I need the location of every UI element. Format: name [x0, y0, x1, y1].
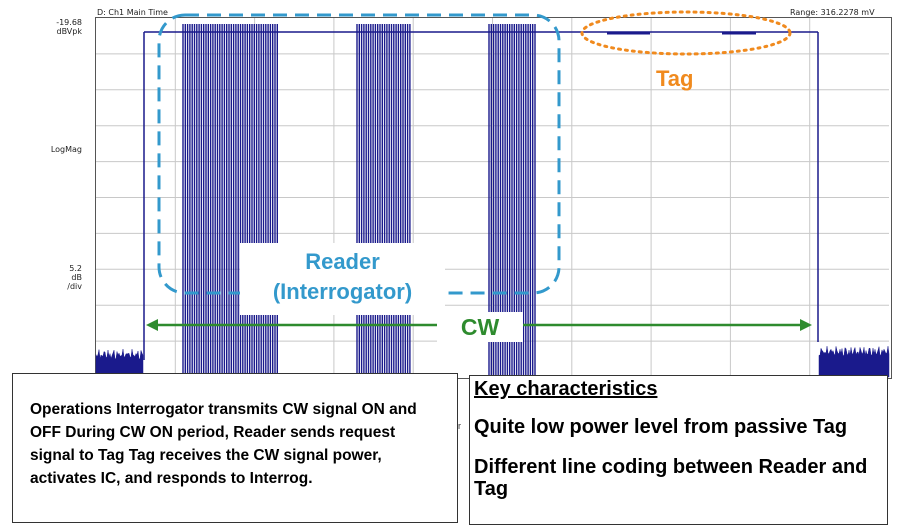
key-characteristics-box: Key characteristics Quite low power leve… — [469, 375, 888, 525]
y-scale-unit: dB — [71, 273, 82, 282]
tag-label: Tag — [656, 66, 694, 91]
tag-dotted-region — [580, 10, 792, 56]
noise-floor — [95, 349, 144, 378]
plot-header-left: D: Ch1 Main Time — [97, 8, 168, 17]
operations-text: Operations Interrogator transmits CW sig… — [30, 401, 417, 487]
reader-label-line2: (Interrogator) — [272, 279, 413, 304]
y-scale-per: /div — [67, 282, 82, 291]
cw-label: CW — [437, 312, 523, 342]
operations-textbox: Operations Interrogator transmits CW sig… — [12, 373, 458, 523]
plot-header-right: Range: 316.2278 mV — [790, 8, 875, 17]
y-top-value: -19.68 — [56, 18, 82, 27]
key-title: Key characteristics — [474, 378, 658, 400]
reader-dashed-region — [157, 13, 561, 295]
y-top-unit: dBVpk — [56, 27, 82, 36]
y-scale-value: 5.2 — [69, 264, 82, 273]
cw-arrow-right-head — [800, 319, 812, 331]
reader-label-line1: Reader — [305, 249, 380, 274]
key-item-low-power: Quite low power level from passive Tag — [474, 416, 848, 438]
reader-label: Reader (Interrogator) — [240, 243, 445, 315]
key-item-line-coding: Different line coding between Reader and… — [474, 456, 868, 500]
tiny-fragment: r — [458, 421, 461, 431]
y-mid-label: LogMag — [50, 145, 82, 154]
noise-floor — [818, 346, 890, 378]
cw-arrow-left-head — [146, 319, 158, 331]
